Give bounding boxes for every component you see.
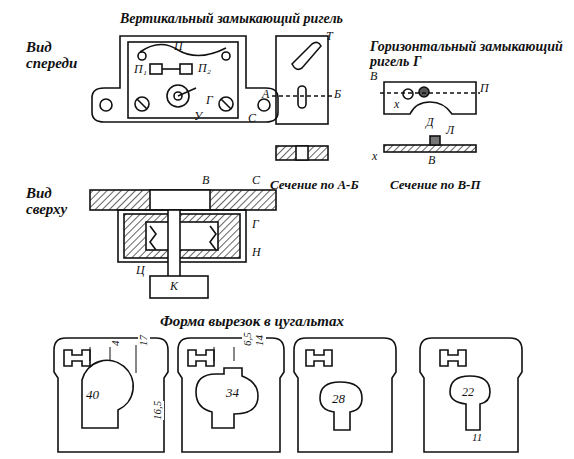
dimension: 6,5 (242, 332, 254, 346)
tumbler-plate (178, 338, 284, 452)
part-letter: Ц (136, 264, 145, 277)
part-letter: В (428, 154, 435, 167)
view-heading: Вид сверху (26, 186, 86, 218)
section-caption: Сечение по В-П (390, 178, 481, 192)
dimension: 16,5 (152, 401, 164, 420)
horizontal-bolt (380, 82, 480, 152)
part-letter: В (202, 174, 209, 187)
dimension: 28 (332, 392, 345, 406)
part-letter: С (252, 174, 260, 187)
dimension: 40 (86, 388, 99, 402)
section-letter: Б (334, 88, 341, 101)
part-letter: П (480, 82, 489, 95)
part-letter: Т (326, 30, 333, 43)
part-letter: П₁ (134, 63, 147, 76)
section-letter: А (262, 88, 269, 101)
part-letter: х (372, 150, 377, 163)
part-letter: В (370, 70, 377, 83)
part-letter: Д (426, 116, 434, 129)
dimension: 11 (472, 432, 482, 444)
dimension: 22 (462, 386, 474, 399)
part-letter: Н (252, 246, 261, 259)
part-letter: С (248, 112, 256, 125)
part-letter: Г (252, 218, 259, 231)
front-view (92, 36, 278, 122)
view-heading: Вертикальный замыкающий ригель (120, 12, 343, 27)
part-letter: У (194, 110, 202, 123)
part-letter: х (394, 98, 399, 111)
top-view (90, 190, 276, 298)
dimension: 17 (138, 335, 150, 346)
view-heading: Горизонтальный замыкающий ригель Г (370, 40, 570, 69)
part-letter: П (174, 40, 183, 53)
part-letter: Г (206, 94, 213, 107)
section-caption: Сечение по А-Б (270, 178, 359, 192)
part-letter: П₂ (198, 62, 211, 75)
part-letter: К (170, 280, 178, 293)
tumbler-plate (54, 338, 168, 452)
section-heading: Форма вырезок в цугальтах (160, 314, 344, 330)
view-heading: Вид спереди (26, 40, 86, 72)
part-letter: Л (446, 124, 454, 137)
tumbler-plate (420, 338, 522, 452)
vertical-bolt (272, 36, 332, 160)
tumbler-plate (294, 338, 396, 452)
dimension: 14 (254, 335, 266, 346)
dimension: 4 (110, 341, 122, 347)
dimension: 34 (226, 386, 239, 400)
